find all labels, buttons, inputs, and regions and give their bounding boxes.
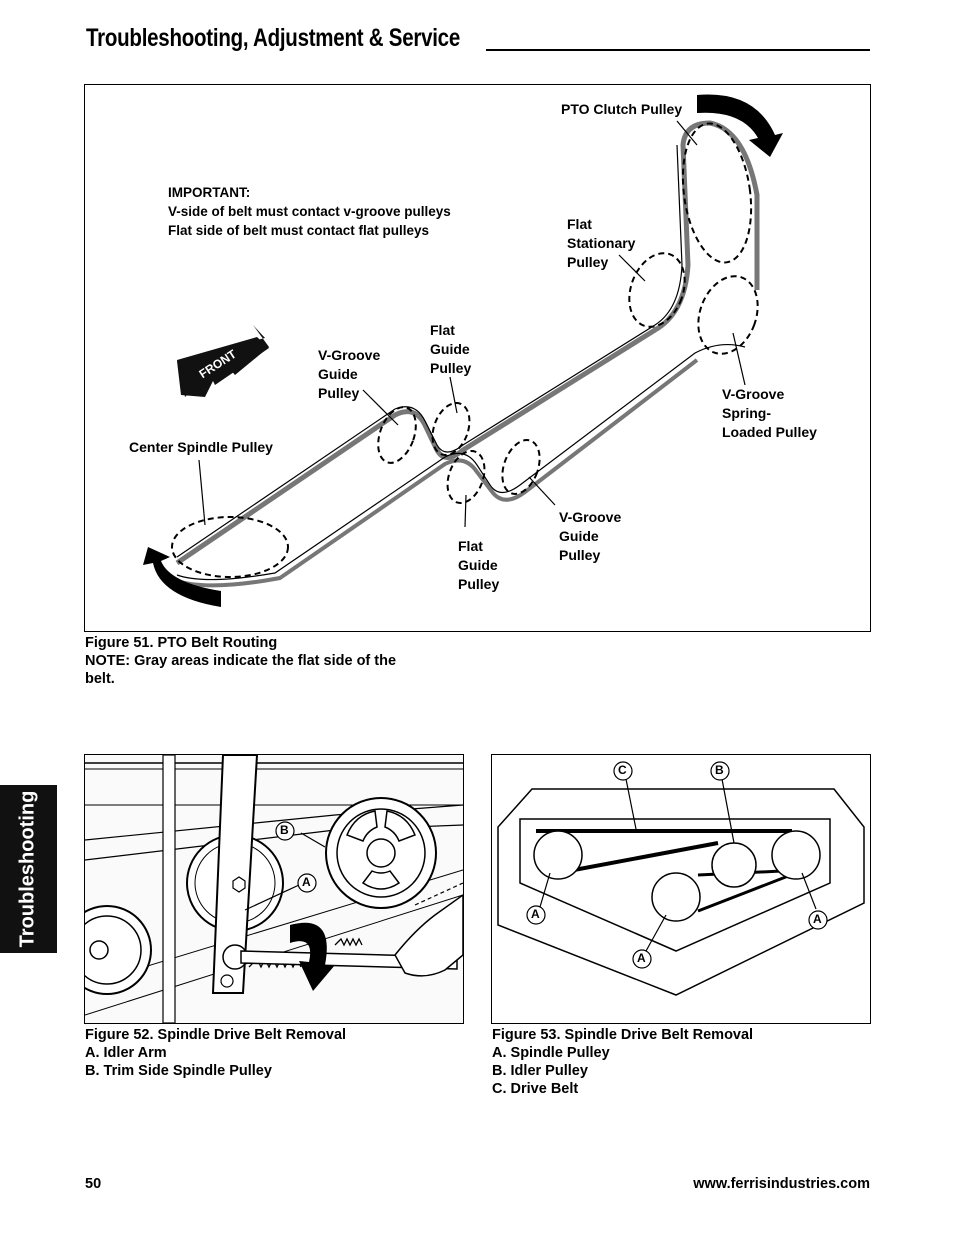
figure-52-photo: B A: [84, 754, 464, 1024]
vgroove-guide-pulley-1-shape: [377, 406, 417, 464]
label-line: Pulley: [430, 360, 472, 376]
caption-line: B. Idler Pulley: [492, 1063, 588, 1079]
center-spindle-pulley-shape: [171, 516, 289, 578]
page-number: 50: [85, 1176, 102, 1192]
label-line: Pulley: [318, 385, 360, 401]
caption-line: A. Idler Arm: [85, 1045, 167, 1061]
label-line: V-Groove: [318, 347, 381, 363]
label-flat-guide-pulley-1: Flat Guide Pulley: [430, 321, 471, 378]
caption-line: Figure 53. Spindle Drive Belt Removal: [492, 1027, 754, 1043]
label-line: Stationary: [567, 235, 636, 251]
label-line: Pulley: [458, 576, 500, 592]
spindle-pulley-center: [651, 872, 701, 922]
spindle-pulley-left: [533, 830, 583, 880]
figure-53-diagram: C B A A A: [491, 754, 871, 1024]
rotation-arrow-top: [697, 94, 783, 157]
page-title: Troubleshooting, Adjustment & Service: [86, 24, 460, 52]
figure-51-pto-belt-routing: IMPORTANT: V-side of belt must contact v…: [84, 84, 871, 632]
label-pto-clutch-pulley: PTO Clutch Pulley: [561, 101, 683, 117]
trim-side-spindle-pulley: [325, 797, 437, 909]
label-vgroove-guide-pulley-1: V-Groove Guide Pulley: [318, 346, 380, 403]
caption-line: A. Spindle Pulley: [492, 1045, 610, 1061]
figure-53-caption: Figure 53. Spindle Drive Belt Removal A.…: [492, 1026, 753, 1098]
label-vgroove-spring-pulley: V-Groove Spring- Loaded Pulley: [722, 385, 817, 442]
figure-52-caption: Figure 52. Spindle Drive Belt Removal A.…: [85, 1026, 346, 1080]
callout-c: C: [618, 763, 627, 777]
pto-clutch-pulley-shape: [681, 122, 753, 264]
label-line: Guide: [318, 366, 358, 382]
callout-a: A: [302, 875, 311, 889]
label-line: Guide: [430, 341, 470, 357]
spindle-pulley-right: [771, 830, 821, 880]
important-line-1: V-side of belt must contact v-groove pul…: [168, 204, 451, 219]
label-flat-stationary-pulley: Flat Stationary Pulley: [567, 215, 635, 272]
label-line: V-Groove: [559, 509, 622, 525]
important-title: IMPORTANT:: [168, 185, 251, 200]
flat-guide-pulley-2-shape: [446, 449, 486, 505]
caption-line: NOTE: Gray areas indicate the flat side …: [85, 653, 397, 669]
caption-line: B. Trim Side Spindle Pulley: [85, 1063, 272, 1079]
callout-a: A: [637, 951, 646, 965]
vgroove-spring-pulley-shape: [697, 275, 759, 355]
rotation-arrow-bottom: [143, 547, 221, 607]
label-line: Pulley: [567, 254, 609, 270]
pull-direction-arrow: [290, 922, 335, 991]
flat-guide-pulley-1-shape: [431, 401, 471, 457]
label-line: Spring-: [722, 405, 771, 421]
label-line: Guide: [458, 557, 498, 573]
footer-url: www.ferrisindustries.com: [693, 1176, 870, 1192]
section-tab: Troubleshooting: [0, 785, 57, 953]
important-line-2: Flat side of belt must contact flat pull…: [168, 223, 430, 238]
section-tab-label: Troubleshooting: [16, 790, 39, 948]
label-line: Flat: [430, 322, 455, 338]
label-line: Flat: [458, 538, 483, 554]
label-line: Loaded Pulley: [722, 424, 817, 440]
left-spindle-pulley: [85, 905, 152, 995]
label-line: Pulley: [559, 547, 601, 563]
label-line: Guide: [559, 528, 599, 544]
front-arrow: [177, 325, 269, 397]
label-line: V-Groove: [722, 386, 785, 402]
vgroove-guide-pulley-2-shape: [501, 439, 541, 495]
label-line: Flat: [567, 216, 592, 232]
flat-stationary-pulley-shape: [628, 252, 686, 328]
callout-b: B: [715, 763, 724, 777]
figure-52-illustration: [85, 755, 463, 1023]
figure-51-diagram: [143, 94, 783, 607]
header-rule: [486, 49, 870, 51]
caption-line: Figure 51. PTO Belt Routing: [85, 635, 278, 651]
figure-51-caption: Figure 51. PTO Belt Routing NOTE: Gray a…: [85, 634, 396, 688]
caption-line: belt.: [85, 671, 115, 687]
idler-pulley: [711, 842, 757, 888]
caption-line: Figure 52. Spindle Drive Belt Removal: [85, 1027, 347, 1043]
callout-b: B: [280, 823, 289, 837]
label-vgroove-guide-pulley-2: V-Groove Guide Pulley: [559, 508, 621, 565]
callout-a: A: [531, 907, 540, 921]
figure-53-schematic: [497, 761, 865, 996]
belt-lower-strand: [176, 343, 746, 581]
label-flat-guide-pulley-2: Flat Guide Pulley: [458, 537, 499, 594]
label-center-spindle-pulley: Center Spindle Pulley: [129, 439, 273, 455]
callout-a: A: [813, 912, 822, 926]
caption-line: C. Drive Belt: [492, 1081, 579, 1097]
